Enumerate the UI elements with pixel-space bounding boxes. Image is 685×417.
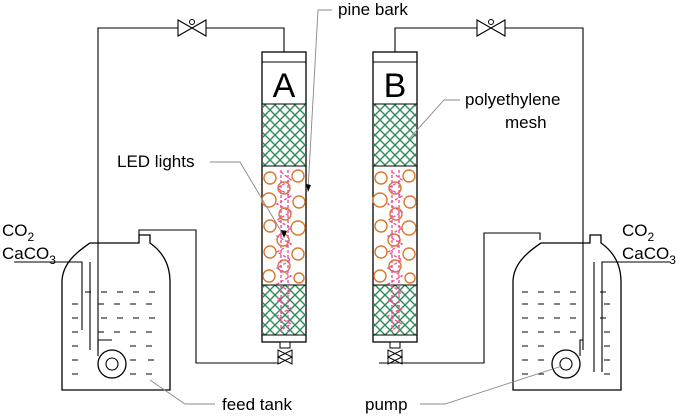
led-lights-label: LED lights (117, 152, 194, 171)
valve-icon (476, 19, 506, 37)
pump-label: pump (365, 395, 408, 414)
feed-tank-label: feed tank (222, 395, 292, 414)
column-b: B (372, 51, 418, 365)
co2-label-right: CO2 (622, 221, 655, 244)
pump-icon (551, 339, 583, 379)
valve-icon (386, 349, 404, 365)
co2-label-left: CO2 (2, 221, 35, 244)
caco3-label-right: CaCO3 (622, 244, 676, 267)
piping-left (97, 27, 285, 364)
column-a: A (261, 51, 307, 365)
pine-bark-label: pine bark (338, 0, 408, 19)
valve-icon (276, 349, 294, 365)
feed-tank-right (512, 234, 670, 391)
feed-tank-left (14, 234, 171, 391)
column-b-label: B (384, 67, 407, 105)
polyethylene-label-line1: polyethylene (465, 90, 560, 109)
column-a-label: A (273, 67, 296, 105)
caco3-label-left: CaCO3 (2, 244, 56, 267)
pump-icon (97, 339, 127, 379)
polyethylene-label-line2: mesh (505, 113, 547, 132)
leader-lines (149, 9, 563, 405)
valve-icon (177, 19, 207, 37)
